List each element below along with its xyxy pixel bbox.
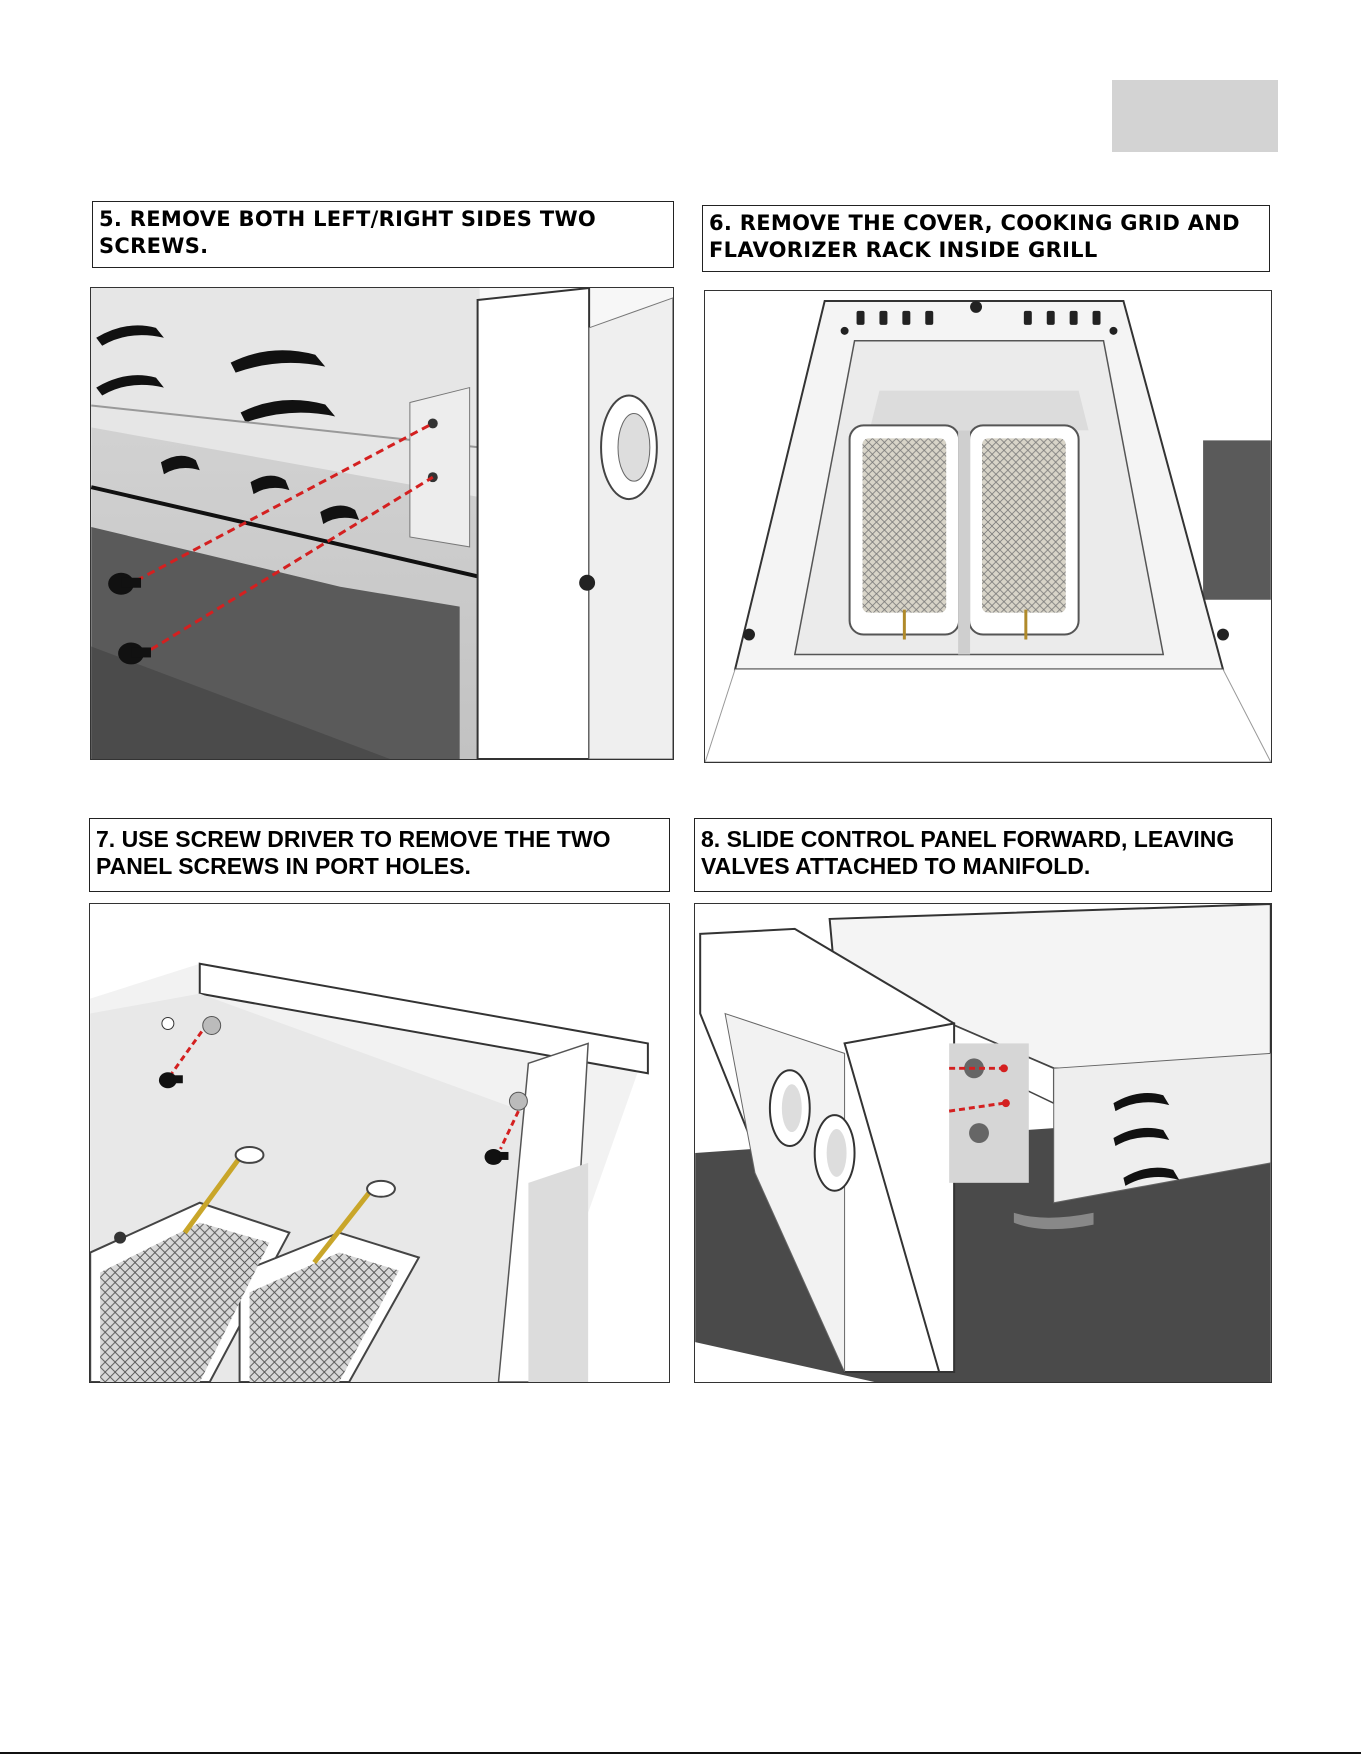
step-7-caption: 7. USE SCREW DRIVER TO REMOVE THE TWO PA… xyxy=(89,818,670,892)
corner-tab xyxy=(1112,80,1278,152)
step-7-illustration xyxy=(89,903,670,1383)
step-6-illustration xyxy=(704,290,1272,763)
step-8-illustration xyxy=(694,903,1272,1383)
step-8-caption: 8. SLIDE CONTROL PANEL FORWARD, LEAVING … xyxy=(694,818,1272,892)
grill-side-screws-drawing xyxy=(91,288,673,759)
grill-firebox-drawing xyxy=(705,291,1271,762)
control-panel-slide-drawing xyxy=(695,904,1271,1382)
grill-panel-screws-drawing xyxy=(90,904,669,1382)
step-5-caption: 5. REMOVE BOTH LEFT/RIGHT SIDES TWO SCRE… xyxy=(92,201,674,268)
step-5-illustration xyxy=(90,287,674,760)
step-6-caption: 6. REMOVE THE COVER, COOKING GRID AND FL… xyxy=(702,205,1270,272)
page-bottom-rule xyxy=(0,1752,1361,1754)
